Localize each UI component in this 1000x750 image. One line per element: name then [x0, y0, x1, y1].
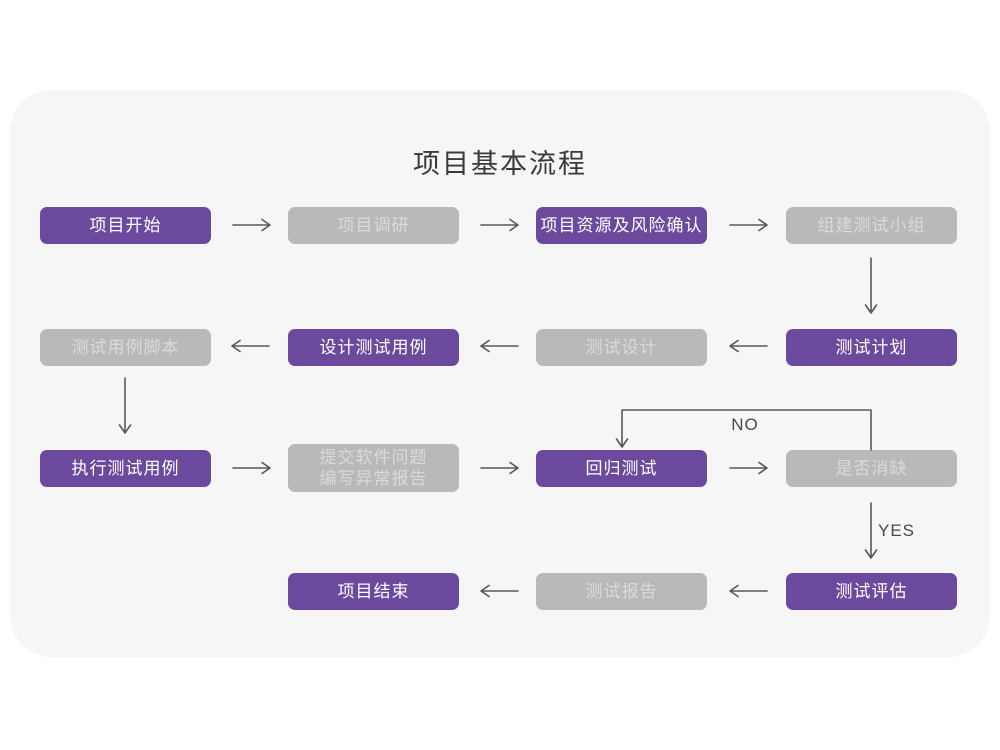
node-label-line1: 提交软件问题 [319, 448, 428, 467]
flowchart-card [10, 90, 990, 657]
node-execute-test-case: 执行测试用例 [40, 450, 211, 487]
node-label: 执行测试用例 [71, 459, 180, 478]
node-label: 测试计划 [835, 338, 908, 357]
node-label: 设计测试用例 [319, 338, 428, 357]
node-label: 测试用例脚本 [71, 338, 180, 357]
edge-label-yes: YES [878, 521, 916, 540]
node-label: 项目资源及风险确认 [540, 216, 703, 235]
node-project-resources-risk: 项目资源及风险确认 [536, 207, 707, 244]
edge-label-no: NO [731, 415, 759, 434]
node-regression-test: 回归测试 [536, 450, 707, 487]
node-label: 是否消缺 [835, 459, 908, 478]
node-label-line2: 编写异常报告 [319, 469, 428, 488]
node-label: 测试评估 [835, 582, 908, 601]
node-project-research: 项目调研 [288, 207, 459, 244]
node-project-end: 项目结束 [288, 573, 459, 610]
node-test-report: 测试报告 [536, 573, 707, 610]
node-label: 测试设计 [585, 338, 658, 357]
node-label: 组建测试小组 [817, 216, 926, 235]
node-build-test-team: 组建测试小组 [786, 207, 957, 244]
node-label: 测试报告 [585, 582, 658, 601]
node-defect-resolved: 是否消缺 [786, 450, 957, 487]
node-submit-issue-report: 提交软件问题 编写异常报告 [288, 444, 459, 492]
node-project-start: 项目开始 [40, 207, 211, 244]
node-test-plan: 测试计划 [786, 329, 957, 366]
node-test-design: 测试设计 [536, 329, 707, 366]
node-test-case-script: 测试用例脚本 [40, 329, 211, 366]
node-label: 项目结束 [337, 582, 410, 601]
node-test-evaluation: 测试评估 [786, 573, 957, 610]
page-title: 项目基本流程 [413, 149, 587, 179]
node-label: 项目开始 [89, 216, 162, 235]
node-design-test-case: 设计测试用例 [288, 329, 459, 366]
node-label: 回归测试 [585, 459, 658, 478]
node-label: 项目调研 [337, 216, 410, 235]
